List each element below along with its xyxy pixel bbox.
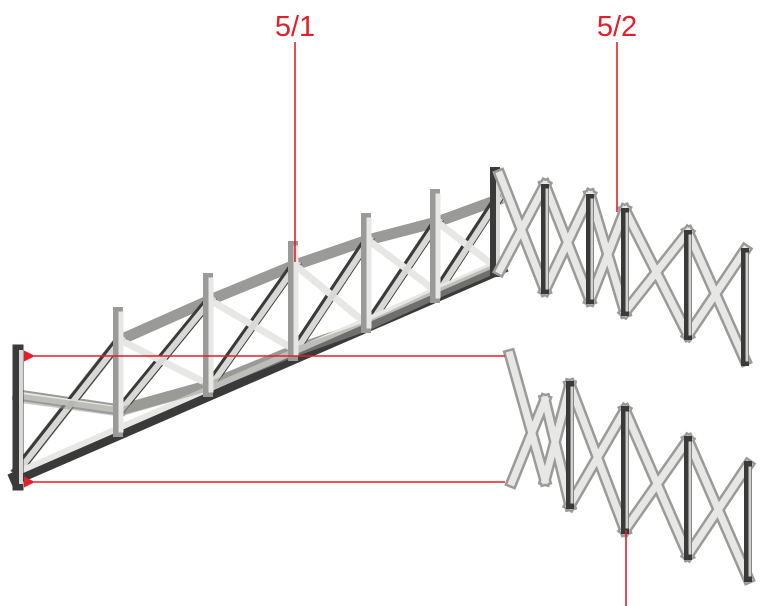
truss-extension-upper (491, 167, 754, 368)
callout-5-2: 5/2 (597, 11, 637, 212)
truss-main-upper-chord (12, 262, 503, 417)
truss-main-section (7, 167, 509, 491)
callout-5-1-label: 5/1 (275, 11, 315, 43)
truss-extension-lower (502, 347, 757, 586)
truss-main-posts (12, 167, 500, 491)
truss-main-bracing (10, 192, 505, 478)
callout-5-2-label: 5/2 (597, 11, 637, 43)
callout-5-1: 5/1 (275, 11, 315, 262)
